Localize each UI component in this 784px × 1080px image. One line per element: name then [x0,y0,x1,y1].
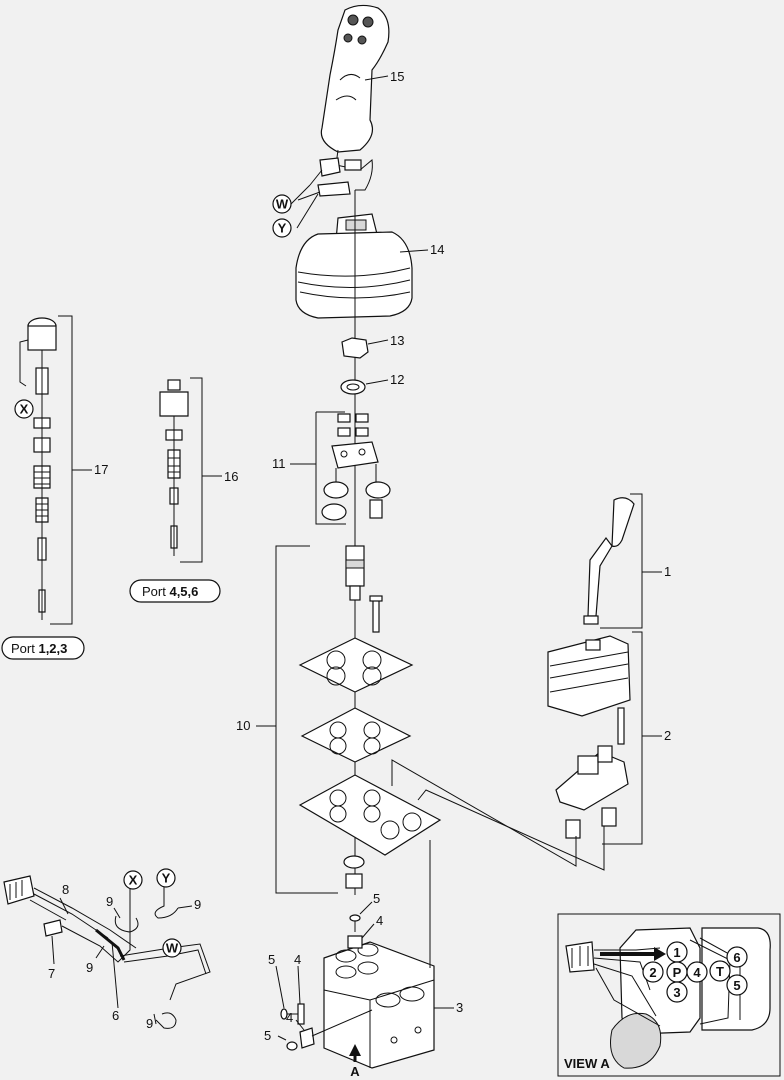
bracket-10 [275,545,338,894]
view-a-port-5 [726,974,748,996]
callout-5-top: 5 [373,891,380,906]
callout-9-d: 9 [146,1016,153,1031]
bracket-1 [600,493,643,629]
callout-16: 16 [224,469,238,484]
retainer-part-4-bottom [299,1027,315,1049]
circle-label-x-left-text: X [20,402,29,417]
view-a-port-4 [686,961,708,983]
callout-14: 14 [430,242,444,257]
view-a-port-p-text: P [673,965,682,980]
view-a-port-t [709,960,731,982]
cam-plate-assembly-part-11 [315,411,391,525]
callout-13: 13 [390,333,404,348]
circle-label-y-harness-text: Y [162,871,171,886]
leader-9b [177,905,193,909]
leader-8 [59,897,69,915]
circle-label-x-harness [123,870,143,890]
single-lever-valve-part-2 [547,635,631,839]
callout-3: 3 [456,1000,463,1015]
view-a-port-3 [666,981,688,1003]
leader-13 [367,339,389,345]
circle-label-x-harness-text: X [129,873,138,888]
circle-label-w-top [272,194,292,214]
connector-w-top [289,157,351,229]
view-a-port-6 [726,946,748,968]
bracket-17 [50,315,73,625]
screw-part-5-left [280,1008,298,1020]
plunger-assembly-part-16 [159,379,189,556]
callout-11: 11 [272,456,286,471]
callout-12: 12 [390,372,404,387]
screw-part-5-top [349,914,361,932]
link-line-b [417,789,605,871]
valve-body-stack-part-10 [298,545,442,889]
callout-1: 1 [664,564,671,579]
leader-6 [111,941,119,1009]
view-a-arrow-label: A [350,1064,360,1079]
port-label-1-2-3-text: Port 1,2,3 [11,641,67,656]
leader-7 [51,935,55,965]
callout-9-a: 9 [106,894,113,909]
circle-label-w-harness-text: W [166,941,179,956]
valve-housing-part-3 [323,941,435,1069]
callout-4-left: 4 [294,952,301,967]
callout-7: 7 [48,966,55,981]
lever-part-1 [583,497,635,625]
view-a-port-4-text: 4 [693,965,701,980]
callout-15: 15 [390,69,404,84]
link-line-a [391,759,577,867]
wire-harness-part-6 [3,875,211,1029]
plunger-assembly-part-17 [19,317,57,620]
view-a-port-5-text: 5 [733,978,740,993]
circle-label-x-left [14,399,34,419]
nut-part-13 [341,337,369,359]
callout-4-top: 4 [376,913,383,928]
callout-9-b: 9 [194,897,201,912]
leader-9c [95,945,105,959]
boot-part-14 [295,213,413,319]
circle-label-w-harness [162,938,182,958]
washer-part-12 [340,379,366,395]
view-a-port-6-text: 6 [733,950,740,965]
port-label-4-5-6-text: Port 4,5,6 [142,584,198,599]
callout-5-left: 5 [268,952,275,967]
circle-label-w-top-text: W [276,197,289,212]
screw-part-5-bottom [286,1041,298,1051]
view-a-title: VIEW A [564,1056,610,1071]
joystick-handle-part-15 [320,4,390,191]
retainer-part-4-left [297,1003,305,1025]
callout-6: 6 [112,1008,119,1023]
leader-15 [364,75,389,81]
callout-10: 10 [236,718,250,733]
callout-17: 17 [94,462,108,477]
view-a-port-2-text: 2 [649,965,656,980]
circle-label-y-top [272,218,292,238]
bracket-2 [602,631,643,845]
bracket-16 [180,377,203,563]
leader-9a [113,907,121,919]
leader-14 [399,249,429,253]
view-a-arrow [349,1044,361,1056]
callout-9-c: 9 [86,960,93,975]
view-a-port-3-text: 3 [673,985,680,1000]
view-a-port-t-text: T [716,964,724,979]
leader-9d [153,1013,157,1025]
port-label-4-5-6 [129,579,221,603]
callout-8: 8 [62,882,69,897]
circle-label-y-top-text: Y [278,221,287,236]
view-a-port-2 [642,961,664,983]
circle-label-y-harness [156,868,176,888]
callout-2: 2 [664,728,671,743]
callout-4-bottom: 4 [286,1010,293,1025]
retainer-part-4-top [347,935,363,949]
callout-5-bottom: 5 [264,1028,271,1043]
leader-12 [365,379,389,385]
view-a-port-1-text: 1 [673,945,680,960]
port-label-1-2-3 [1,636,85,660]
